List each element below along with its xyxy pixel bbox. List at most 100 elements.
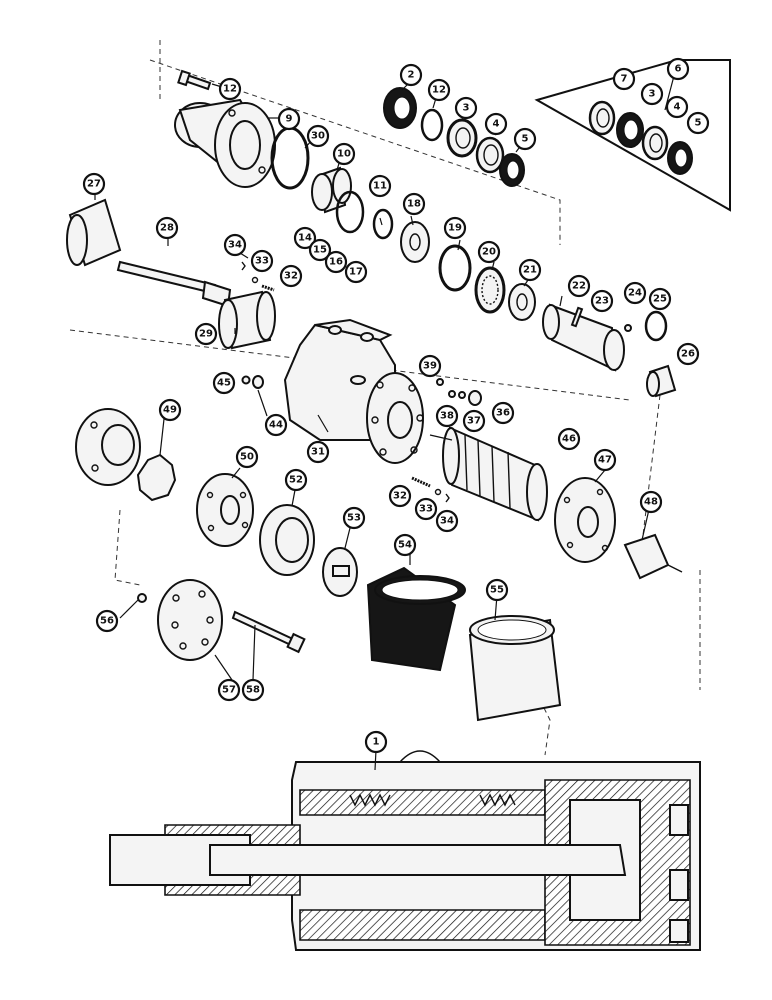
callout-39: 39 — [418, 354, 442, 378]
svg-text:9: 9 — [286, 114, 293, 125]
part-28-drive-shaft — [116, 260, 232, 308]
svg-text:11: 11 — [373, 181, 387, 192]
svg-text:4: 4 — [493, 119, 500, 130]
svg-text:49: 49 — [163, 405, 177, 416]
callout-9: 9 — [277, 107, 301, 131]
callout-58: 58 — [241, 678, 265, 702]
callout-46: 46 — [557, 427, 581, 451]
svg-text:16: 16 — [329, 257, 343, 268]
svg-text:57: 57 — [222, 685, 236, 696]
callout-57: 57 — [217, 678, 241, 702]
part-24-ball — [624, 324, 632, 332]
svg-text:10: 10 — [337, 149, 351, 160]
callout-32-upper: 32 — [279, 264, 303, 288]
kit-seals — [588, 100, 693, 175]
callout-4-kit: 4 — [665, 95, 689, 119]
part-23-pin — [570, 306, 584, 328]
part-58-bolt — [231, 610, 306, 654]
callout-33-upper: 33 — [250, 249, 274, 273]
svg-text:33: 33 — [255, 256, 269, 267]
part-4-seal — [475, 136, 505, 174]
part-1-cross-section — [109, 750, 701, 951]
svg-text:6: 6 — [675, 64, 682, 75]
part-2-seal — [383, 87, 417, 129]
part-12-ring — [420, 108, 444, 142]
callout-31: 31 — [306, 440, 330, 464]
part-53-rotor — [322, 547, 358, 597]
svg-text:27: 27 — [87, 179, 101, 190]
svg-text:3: 3 — [463, 103, 470, 114]
svg-text:23: 23 — [595, 296, 609, 307]
svg-text:15: 15 — [313, 245, 327, 256]
svg-text:14: 14 — [298, 233, 312, 244]
callout-33-lower: 33 — [414, 497, 438, 521]
svg-text:46: 46 — [562, 434, 576, 445]
part-5-seal — [499, 153, 525, 187]
part-9-flange — [174, 98, 276, 188]
svg-text:7: 7 — [621, 74, 628, 85]
part-11-snap-ring — [372, 208, 394, 240]
callout-20: 20 — [477, 240, 501, 264]
callout-50: 50 — [235, 445, 259, 469]
callout-36: 36 — [491, 401, 515, 425]
svg-text:32: 32 — [393, 491, 407, 502]
svg-text:31: 31 — [311, 447, 325, 458]
part-20-bearing — [474, 266, 506, 314]
part-31-valve-body — [283, 318, 424, 464]
svg-text:55: 55 — [490, 585, 504, 596]
part-44-45-check — [241, 375, 264, 389]
part-21-washer — [508, 283, 536, 321]
part-14-washer — [335, 190, 365, 234]
svg-text:26: 26 — [681, 349, 695, 360]
callout-26: 26 — [676, 342, 700, 366]
svg-text:12: 12 — [223, 84, 237, 95]
callout-7-kit: 7 — [612, 67, 636, 91]
callout-19: 19 — [443, 216, 467, 240]
svg-text:5: 5 — [695, 118, 702, 129]
part-12-bolt — [177, 69, 212, 91]
callout-18: 18 — [402, 192, 426, 216]
callout-54: 54 — [393, 533, 417, 557]
svg-text:20: 20 — [482, 247, 496, 258]
callout-49: 49 — [158, 398, 182, 422]
callout-11: 11 — [368, 174, 392, 198]
part-32-33-34-upper — [241, 261, 275, 292]
svg-text:54: 54 — [398, 540, 412, 551]
callout-47: 47 — [593, 448, 617, 472]
part-52-ring — [259, 504, 315, 576]
svg-text:22: 22 — [572, 281, 586, 292]
svg-text:48: 48 — [644, 497, 658, 508]
callout-25: 25 — [648, 287, 672, 311]
svg-text:34: 34 — [228, 240, 242, 251]
callout-37: 37 — [462, 409, 486, 433]
svg-text:24: 24 — [628, 288, 642, 299]
callout-12-ring: 12 — [427, 78, 451, 102]
callout-24: 24 — [623, 281, 647, 305]
part-25-ring — [644, 310, 668, 342]
svg-text:37: 37 — [467, 416, 481, 427]
svg-text:44: 44 — [269, 420, 283, 431]
svg-text:53: 53 — [347, 513, 361, 524]
svg-text:33: 33 — [419, 504, 433, 515]
callout-45: 45 — [212, 371, 236, 395]
callout-10: 10 — [332, 142, 356, 166]
callout-52: 52 — [284, 468, 308, 492]
part-30-ring — [270, 126, 310, 190]
callout-5-kit: 5 — [686, 111, 710, 135]
svg-text:19: 19 — [448, 223, 462, 234]
callout-21: 21 — [518, 258, 542, 282]
svg-text:30: 30 — [311, 131, 325, 142]
svg-text:58: 58 — [246, 685, 260, 696]
svg-text:1: 1 — [373, 737, 380, 748]
callout-56: 56 — [95, 609, 119, 633]
svg-text:47: 47 — [598, 455, 612, 466]
part-22-shaft — [542, 303, 625, 372]
callout-27: 27 — [82, 172, 106, 196]
part-50-plate — [196, 473, 254, 547]
callout-48: 48 — [639, 490, 663, 514]
callout-3: 3 — [454, 96, 478, 120]
callout-4: 4 — [484, 112, 508, 136]
part-48-fitting — [623, 533, 683, 580]
